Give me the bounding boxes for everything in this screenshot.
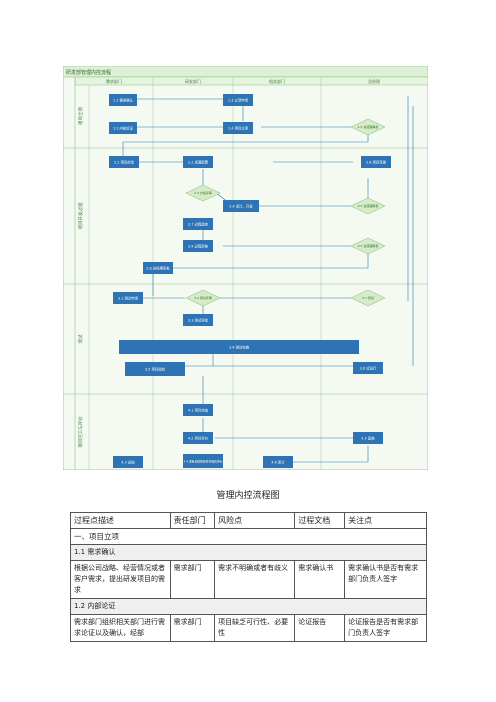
node-box [183,314,213,326]
decision-label: 2.5 总经理审批 [358,243,379,248]
table-cell: 项目缺乏可行性、必要性 [214,614,296,642]
table-header-row: 过程点描述 责任部门 风险点 过程文档 关注点 [70,512,427,529]
group-row: 1.1 需求确认 [70,544,427,561]
flowchart-title-bar [63,66,428,78]
section-row: 一、项目立项 [70,528,427,545]
node-label: 2.2 资源配置 [188,160,209,165]
decision-label: 3.2 测试评审 [194,295,212,300]
table-row: 需求部门组织相关部门进行需求论证以及确认，经部 需求部门 项目缺乏可行性、必要性… [70,614,427,642]
node-label: 2.4 设计、开发 [229,204,253,209]
decision-diamond [350,197,386,215]
column-related: 相关部门 [269,78,285,84]
decision-diamond [185,289,221,307]
node-label: 1.1 需求确认 [113,98,134,103]
node-box [353,362,383,374]
header-cell: 关注点 [344,512,427,529]
node-box [109,122,137,134]
group-row: 1.2 内部论证 [70,598,427,615]
column-gm: 总经理 [368,78,380,84]
table-cell: 需求部门 [169,614,216,642]
node-label: 1.4 项目立项 [228,126,249,131]
header-cell: 过程点描述 [70,512,171,529]
decision-label: 3.7 测试 [362,295,374,300]
node-box [223,94,253,106]
node-box [113,456,143,468]
flowchart: 研发部管理内控流程 需求部门 研发部门 相关部门 总经理 项目立项 项目开发过程… [63,66,428,470]
node-box [183,404,213,416]
node-label: 4.3 总结 [121,460,135,465]
node-box [183,156,213,168]
lane-testing: 测试 [77,334,84,343]
node-label: 3.3 测试审批 [188,318,209,323]
group-title: 1.2 内部论证 [70,598,427,615]
node-label: 4.4 项目总结报告并开展后评价 [184,460,223,464]
node-box [109,156,139,168]
node-box [119,340,359,354]
node-label: 1.2 内部论证 [113,126,134,131]
decision-diamond [185,184,221,202]
table-cell: 需求部门 [169,560,216,599]
table-cell: 需求确认书是否有需求部门负责人签字 [344,560,427,599]
flow-nodes: 1.1 需求确认 1.2 内部论证 1.3 立项申请 1.4 项目立项 2.1 … [109,94,391,468]
table-cell: 根据公司战略、经营情况或者客户需求，提出研发项目的需求 [70,560,171,599]
table-cell: 需求确认书 [294,560,346,599]
node-box [263,456,293,468]
node-label: 3.4 测试实施 [229,345,250,350]
node-box [113,292,143,304]
group-title: 1.1 需求确认 [70,544,427,561]
node-box [183,218,213,230]
flowchart-title: 研发部管理内控流程 [66,69,111,76]
header-cell: 责任部门 [169,512,216,529]
section-title: 一、项目立项 [70,528,427,545]
column-demand: 需求部门 [106,78,122,84]
node-box [183,454,223,468]
node-box [223,122,253,134]
table-cell: 论证报告是否有需求部门负责人签字 [344,614,427,642]
table-cell: 需求不明确或者有歧义 [214,560,296,599]
decision-label: 1.5 总经理审批 [358,124,379,129]
header-cell: 过程文档 [294,512,346,529]
lane-initiation: 项目立项 [77,107,84,125]
header-cell: 风险点 [214,512,296,529]
decision-diamond [350,289,386,307]
node-box [361,156,391,168]
table-cell: 需求部门组织相关部门进行需求论证以及确认，经部 [70,614,171,642]
node-box [125,362,185,376]
node-box [183,240,213,252]
node-label: 4.6 审计 [271,460,285,465]
decision-label: 2.3 方案评审 [194,190,212,195]
flow-decisions: 1.5 总经理审批 2.3 方案评审 2.5 总经理审批 2.5 总经理审批 3… [185,118,386,307]
node-label: 2.6 项目变更 [366,160,387,165]
table-row: 根据公司战略、经营情况或者客户需求，提出研发项目的需求 需求部门 需求不明确或者… [70,560,427,599]
control-table: 过程点描述 责任部门 风险点 过程文档 关注点 一、项目立项 1.1 需求确认 … [70,512,427,642]
node-label: 4.1 项目完结 [188,408,209,413]
node-label: 4.2 项目评价 [188,436,209,441]
lane-completion: 项目完工与评价 [77,416,84,448]
node-label: 4.5 复核 [361,436,375,441]
node-label: 3.6 试运行 [360,366,377,371]
node-box [223,200,259,212]
decision-diamond [350,118,386,136]
node-label: 1.3 立项申请 [228,98,249,103]
node-label: 2.1 项目启动 [114,160,135,165]
node-label: 3.5 项目验收 [145,367,166,372]
figure-caption: 管理内控流程图 [216,491,280,501]
node-label: 2.7 过程监控 [188,222,209,227]
decision-label: 2.5 总经理审批 [358,203,379,208]
node-label: 2.8 总经理审批 [146,266,170,271]
lane-development: 项目开发过程 [77,202,84,229]
node-label: 2.9 过程审核 [188,244,209,249]
node-box [353,432,383,444]
node-box [183,432,213,444]
node-box [143,262,173,274]
table-cell: 论证报告 [294,614,346,642]
node-box [109,94,137,106]
decision-diamond [350,237,386,255]
node-label: 3.1 测试申请 [118,296,139,301]
column-rd: 研发部门 [185,78,201,84]
